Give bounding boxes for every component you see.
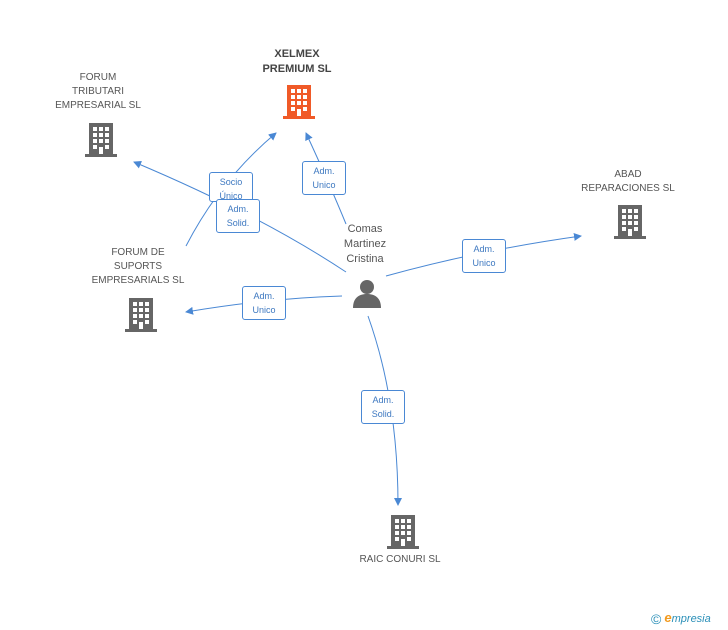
edge-label-forum-suports: Adm. Unico — [242, 286, 286, 320]
person-name-line: Martinez — [343, 238, 387, 250]
copyright-icon: © — [651, 611, 662, 628]
edge-label-line: Unico — [252, 305, 276, 315]
edge-label-line: Unico — [472, 258, 496, 268]
company-label-line: ABAD — [614, 169, 642, 180]
company-label-line: XELMEX — [274, 48, 320, 60]
edge-label-abad: Adm. Unico — [462, 239, 506, 273]
edge-label-line: Solid. — [371, 409, 395, 419]
company-label-xelmex[interactable]: XELMEX PREMIUM SL — [238, 47, 356, 77]
edge-label-forum-tributari-socio: Socio Único — [209, 172, 253, 202]
edge-label-raic: Adm. Solid. — [361, 390, 405, 424]
edge-label-line: Adm. — [313, 166, 335, 176]
company-label-line: PREMIUM SL — [262, 63, 332, 75]
person-icon[interactable] — [352, 278, 382, 308]
company-label-line: EMPRESARIAL SL — [55, 100, 141, 111]
edge-label-line: Adm. — [227, 204, 249, 214]
person-name-line: Comas — [347, 223, 383, 235]
edge-label-forum-tributari-adm: Adm. Solid. — [216, 199, 260, 233]
edge-label-line: Socio — [219, 177, 243, 187]
person-label[interactable]: Comas Martinez Cristina — [320, 222, 410, 267]
edge-label-line: Adm. — [253, 291, 275, 301]
edge-label-line: Único — [219, 191, 243, 201]
brand-logo-initial: e — [664, 610, 672, 625]
building-icon[interactable] — [85, 121, 117, 157]
edge-label-line: Adm. — [372, 395, 394, 405]
building-icon[interactable] — [387, 513, 419, 549]
person-name-line: Cristina — [346, 253, 384, 265]
building-icon[interactable] — [125, 296, 157, 332]
footer-brand[interactable]: © empresia — [651, 610, 711, 627]
company-label-line: SUPORTS — [113, 261, 163, 272]
edge-label-line: Solid. — [226, 218, 250, 228]
company-label-line: EMPRESARIALS SL — [91, 275, 185, 286]
edge-label-line: Unico — [312, 180, 336, 190]
building-icon[interactable] — [614, 203, 646, 239]
company-label-line: RAIC CONURI SL — [359, 554, 441, 565]
edge-label-line: Adm. — [473, 244, 495, 254]
company-label-line: REPARACIONES SL — [581, 183, 675, 194]
company-label-line: FORUM DE — [111, 247, 165, 258]
company-label-raic[interactable]: RAIC CONURI SL — [340, 553, 460, 567]
company-label-abad[interactable]: ABAD REPARACIONES SL — [568, 168, 688, 196]
edge-label-xelmex: Adm. Unico — [302, 161, 346, 195]
company-label-forum-tributari[interactable]: FORUM TRIBUTARI EMPRESARIAL SL — [38, 71, 158, 113]
building-icon[interactable] — [283, 83, 315, 119]
company-label-forum-suports[interactable]: FORUM DE SUPORTS EMPRESARIALS SL — [78, 246, 198, 288]
company-label-line: FORUM — [79, 72, 117, 83]
company-label-line: TRIBUTARI — [71, 86, 125, 97]
brand-name: mpresia — [671, 613, 711, 625]
